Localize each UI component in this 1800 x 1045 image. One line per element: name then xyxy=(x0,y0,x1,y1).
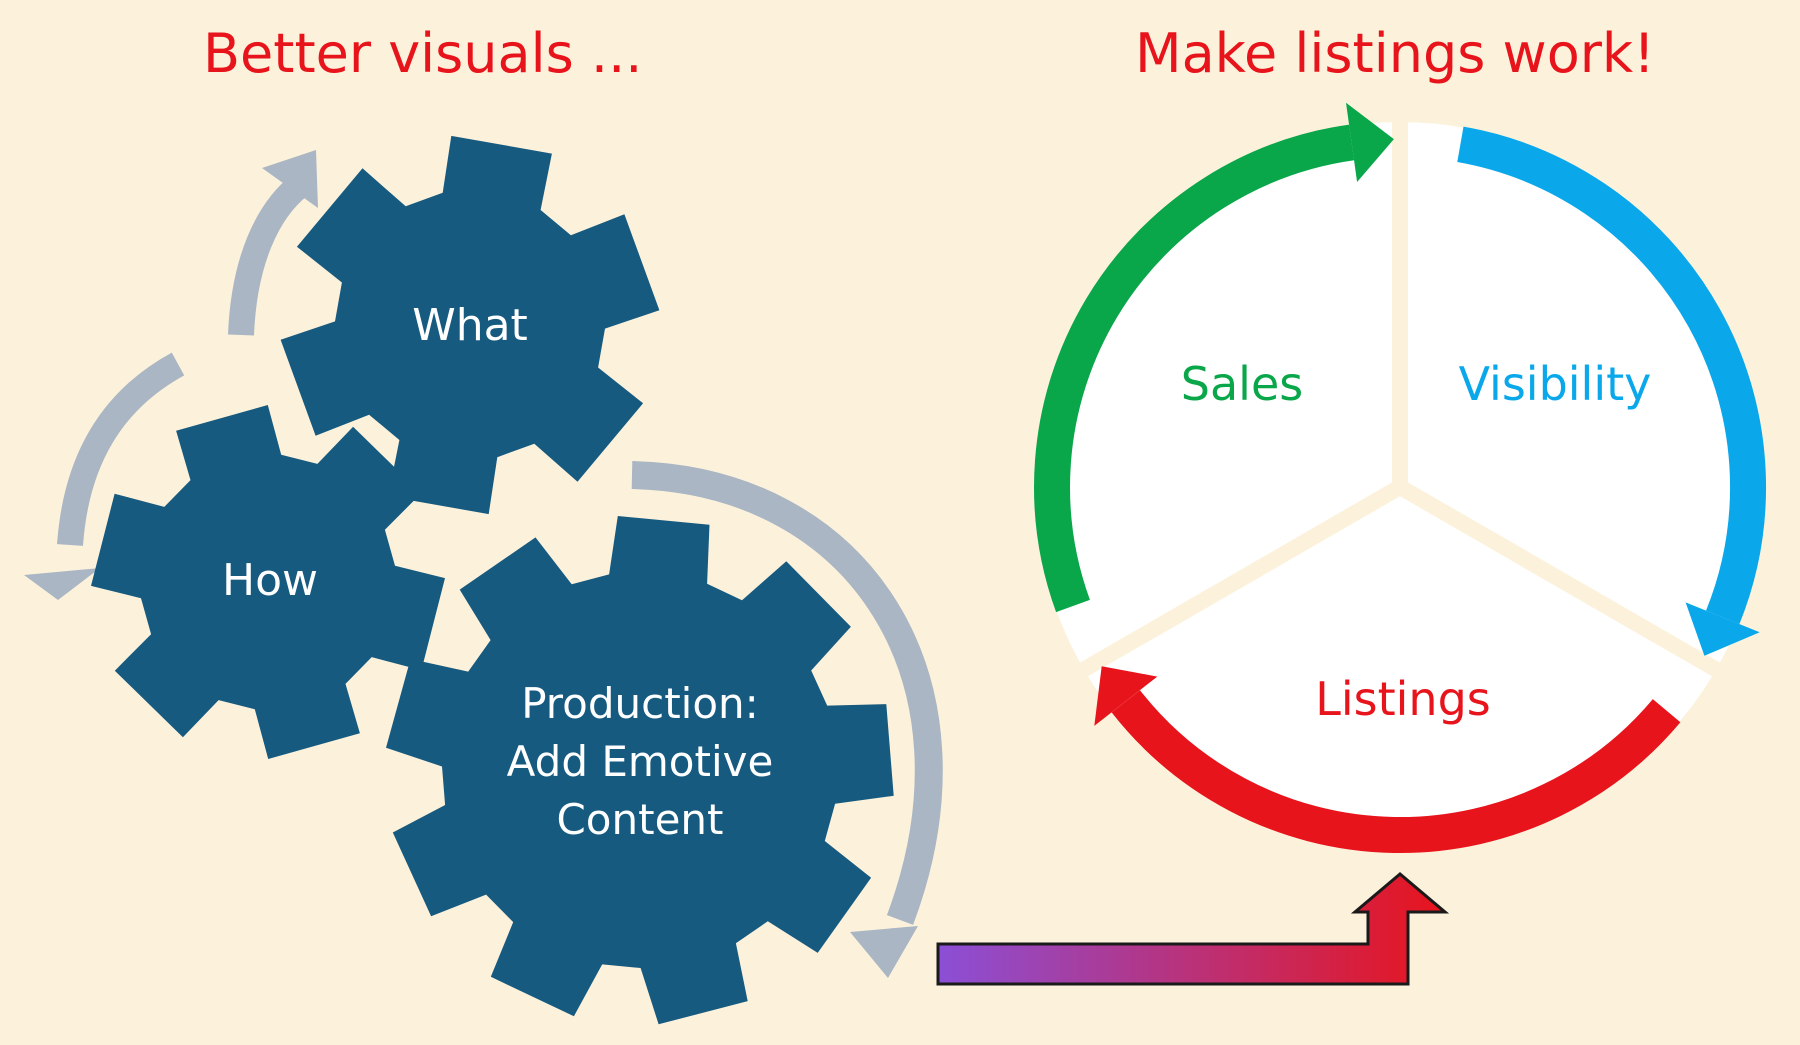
cycle-diagram: Sales Visibility Listings xyxy=(1034,102,1766,853)
cycle-divider-2 xyxy=(1079,480,1404,677)
curved-arrow-icon-top xyxy=(228,174,309,336)
cycle-arcs xyxy=(1034,102,1766,853)
cycle-arrowhead-visibility xyxy=(1685,602,1760,656)
gray-cycle-arrows xyxy=(24,150,943,978)
cycle-label-listings: Listings xyxy=(1315,672,1491,726)
elbow-arrow-icon xyxy=(936,872,1450,986)
gear-icon-how xyxy=(91,405,445,759)
cycle-label-sales: Sales xyxy=(1181,357,1303,411)
cycle-label-visibility: Visibility xyxy=(1459,357,1652,411)
cycle-divider-1 xyxy=(1396,480,1721,677)
connector-arrow xyxy=(936,872,1450,986)
curved-arrow-head-right xyxy=(850,926,918,978)
cycle-dividers xyxy=(1079,122,1721,677)
gear-prod-shape xyxy=(386,516,894,1025)
curved-arrow-head-top xyxy=(262,150,318,208)
cycle-arc-listings xyxy=(1111,690,1681,853)
cycle-arc-sales xyxy=(1034,124,1355,613)
cycle-arc-visibility xyxy=(1457,126,1766,625)
curved-arrow-head-left xyxy=(24,568,100,600)
curved-arrow-icon-right xyxy=(631,461,943,925)
title-make-listings-work: Make listings work! xyxy=(1135,22,1655,85)
gear-what-shape xyxy=(280,135,660,515)
curved-arrow-icon-left xyxy=(57,352,185,546)
title-better-visuals: Better visuals ... xyxy=(203,22,643,85)
gear-label-what: What xyxy=(412,300,528,351)
cycle-arrowhead-sales xyxy=(1346,102,1394,182)
gear-label-how: How xyxy=(222,555,318,606)
gear-label-production-1: Production: xyxy=(521,679,759,728)
cycle-arrowhead-listings xyxy=(1094,666,1158,726)
gear-icon-what xyxy=(280,135,660,515)
gear-label-production-2: Add Emotive xyxy=(507,737,774,786)
gear-how-shape xyxy=(91,405,445,759)
gear-label-production-3: Content xyxy=(556,795,723,844)
gear-icon-production xyxy=(386,516,894,1025)
